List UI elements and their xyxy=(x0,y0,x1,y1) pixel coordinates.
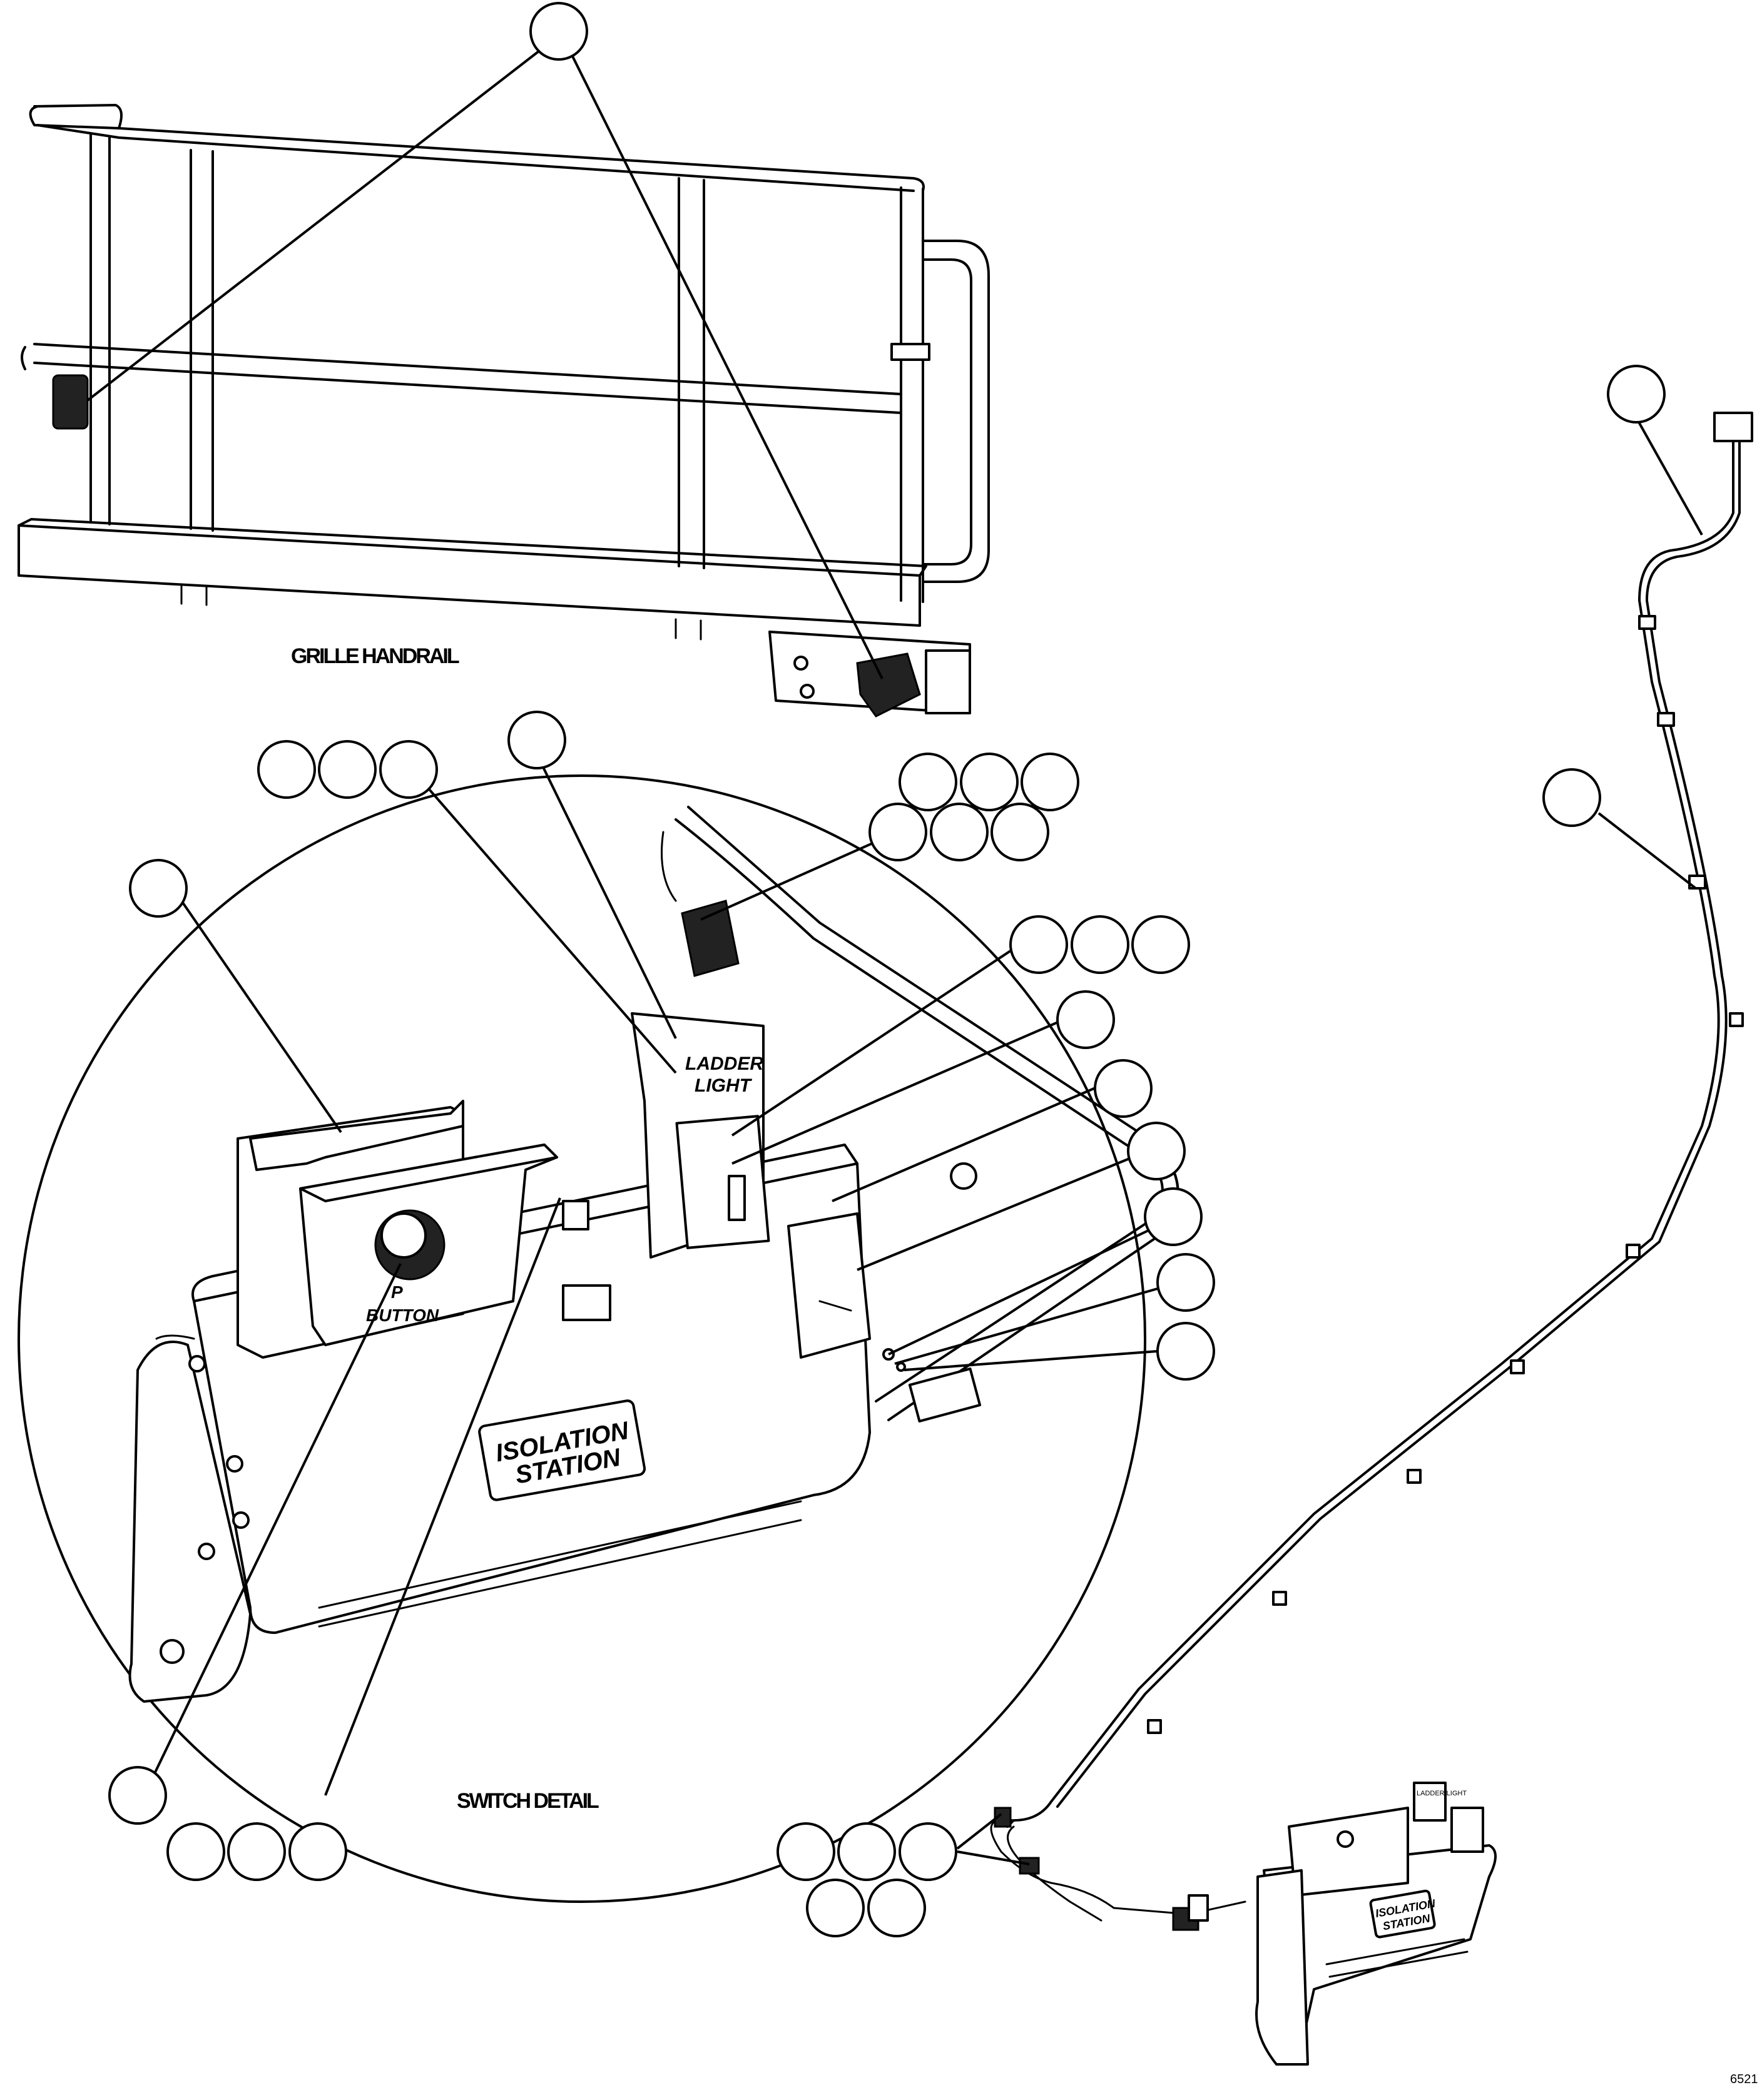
cable-harness-drawing: ISOLATION STATION LADDER LIGHT xyxy=(990,412,1753,2066)
switch-detail-caption: SWITCH DETAIL xyxy=(457,1789,599,1813)
ladder-light-decal-line1: LADDER xyxy=(685,1053,763,1074)
sheet-code: 6521 xyxy=(1730,2072,1758,2086)
small-ladder-light-decal: LADDER LIGHT xyxy=(1417,1790,1467,1797)
handrail-light-left xyxy=(52,374,89,430)
callout-bubbles xyxy=(108,365,1666,1937)
detail-circle xyxy=(18,774,1146,1903)
grille-handrail-drawing xyxy=(18,104,990,718)
handrail-light-right xyxy=(856,652,921,718)
isolation-station-decal xyxy=(478,1399,646,1501)
callout-bubble xyxy=(529,2,588,61)
ladder-light-decal-line2: LIGHT xyxy=(695,1075,753,1096)
push-button-decal-line2: BUTTON xyxy=(366,1306,439,1325)
push-button-decal-line1: P xyxy=(391,1282,403,1302)
small-isolation-decal xyxy=(1369,1889,1436,1939)
grille-handrail-caption: GRILLE HANDRAIL xyxy=(291,644,459,668)
switch-detail-drawing xyxy=(128,806,1179,1703)
